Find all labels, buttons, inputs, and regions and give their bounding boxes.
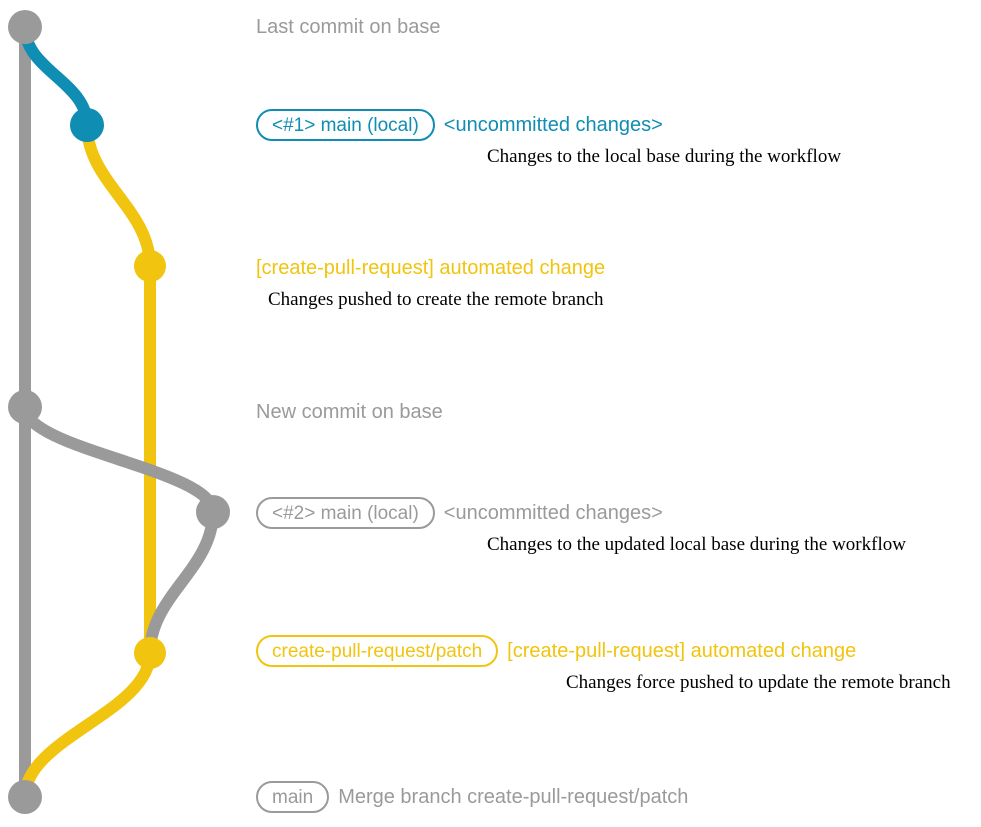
commit-heading-last-commit: Last commit on base bbox=[256, 16, 441, 38]
commit-heading-new-commit: New commit on base bbox=[256, 401, 443, 423]
commit-row-automated-change-1-main: [create-pull-request] automated change bbox=[256, 251, 605, 285]
branch-pill-main-local-2[interactable]: <#2> main (local) bbox=[256, 497, 435, 529]
commit-subject-automated-change-2: [create-pull-request] automated change bbox=[507, 640, 857, 662]
edge-remote-2-to-merge bbox=[19, 647, 156, 803]
graph-nodes bbox=[8, 10, 230, 814]
edge-local-1-to-remote-1 bbox=[81, 119, 156, 272]
commit-subject-local-change-1: <uncommitted changes> bbox=[443, 114, 663, 136]
commit-subject-local-change-2: <uncommitted changes> bbox=[443, 502, 663, 524]
commit-node-local-2 bbox=[196, 495, 230, 529]
commit-node-base-merge bbox=[8, 780, 42, 814]
commit-row-automated-change-2-main: create-pull-request/patch [create-pull-r… bbox=[256, 634, 856, 668]
commit-node-remote-2 bbox=[134, 637, 166, 669]
branch-pill-main[interactable]: main bbox=[256, 781, 330, 813]
commit-subject-merge: Merge branch create-pull-request/patch bbox=[338, 786, 689, 808]
commit-row-local-change-1-main: <#1> main (local) <uncommitted changes> bbox=[256, 108, 663, 142]
branch-pill-main-local-1[interactable]: <#1> main (local) bbox=[256, 109, 435, 141]
commit-node-base-last bbox=[8, 10, 42, 44]
commit-row-local-change-2: <#2> main (local) <uncommitted changes> … bbox=[256, 496, 981, 555]
commit-row-merge-main: main Merge branch create-pull-request/pa… bbox=[256, 780, 688, 814]
commit-description-automated-change-2: Changes force pushed to update the remot… bbox=[566, 672, 951, 693]
commit-row-local-change-2-main: <#2> main (local) <uncommitted changes> bbox=[256, 496, 663, 530]
commit-row-last-commit: Last commit on base bbox=[256, 11, 981, 43]
commit-description-local-change-2: Changes to the updated local base during… bbox=[487, 534, 906, 555]
commit-row-local-change-1: <#1> main (local) <uncommitted changes> … bbox=[256, 108, 981, 167]
commit-description-automated-change-1: Changes pushed to create the remote bran… bbox=[268, 289, 604, 310]
commit-node-remote-1 bbox=[134, 250, 166, 282]
edge-base-new-to-local-2 bbox=[19, 401, 219, 518]
commit-subject-automated-change-1: [create-pull-request] automated change bbox=[256, 257, 606, 279]
commit-node-local-1 bbox=[70, 108, 104, 142]
commit-row-automated-change-1: [create-pull-request] automated change C… bbox=[256, 251, 981, 310]
commit-row-new-commit: New commit on base bbox=[256, 396, 981, 428]
commit-row-automated-change-2: create-pull-request/patch [create-pull-r… bbox=[256, 634, 981, 693]
edge-local-2-to-remote-2 bbox=[144, 506, 219, 659]
branch-pill-create-pull-request-patch[interactable]: create-pull-request/patch bbox=[256, 635, 499, 667]
commit-description-local-change-1: Changes to the local base during the wor… bbox=[487, 146, 842, 167]
commit-row-merge: main Merge branch create-pull-request/pa… bbox=[256, 780, 981, 814]
commit-node-base-new bbox=[8, 390, 42, 424]
